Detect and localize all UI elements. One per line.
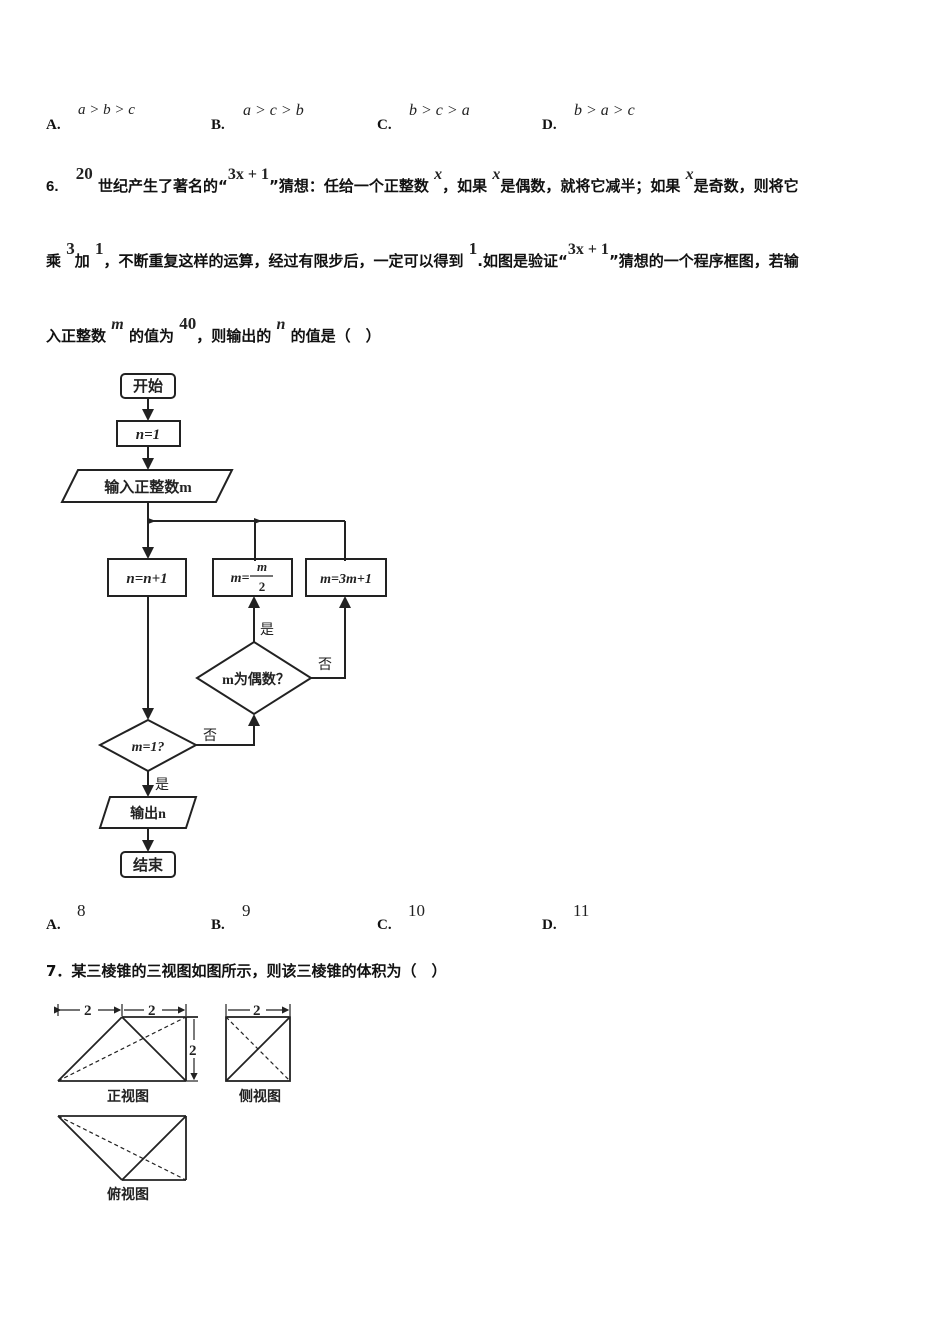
math-m: m — [111, 316, 124, 333]
text: 的值为 — [128, 327, 174, 345]
input-parallelogram — [60, 469, 234, 503]
q5-option-d-label: D. — [542, 117, 557, 133]
q5-option-a-label: A. — [46, 117, 61, 133]
q7-side-view — [225, 1004, 291, 1082]
start-label: 开始 — [133, 377, 163, 395]
one-no-label: 否 — [203, 729, 217, 744]
triple-label: m=3m+1 — [320, 572, 372, 587]
q6-option-a-value: 8 — [77, 901, 86, 920]
one-yes-label: 是 — [155, 778, 169, 793]
q7-front-view — [54, 1004, 198, 1082]
q5-option-b-value: a > c > b — [243, 102, 304, 119]
q7-question: 7．某三棱锥的三视图如图所示，则该三棱锥的体积为（ ） — [46, 962, 447, 980]
front-view-label: 正视图 — [107, 1088, 149, 1105]
q6-option-b-label: B. — [211, 917, 225, 933]
q5-option-a-value: a > b > c — [78, 102, 135, 118]
math-3x-plus-1: 3x + 1 — [227, 166, 269, 183]
text: ”猜想：任给一个正整数 — [268, 177, 429, 195]
math-n: n — [276, 316, 286, 333]
text: 世纪产生了著名的“ — [97, 177, 228, 195]
text: ”猜想的一个程序框图，若输 — [608, 252, 799, 270]
one-label: m=1? — [132, 740, 165, 755]
q5-option-c-label: C. — [377, 117, 392, 133]
q6-option-d-label: D. — [542, 917, 557, 933]
even-label: m为偶数？ — [222, 671, 290, 688]
input-label: 输入正整数m — [104, 478, 192, 496]
front-dim-left: 2 — [84, 1003, 92, 1019]
q6-option-d-value: 11 — [573, 901, 590, 920]
q6-line-1: 6. 20 世纪产生了著名的“3x + 1”猜想：任给一个正整数 x，如果 x是… — [46, 164, 799, 196]
text: ，不断重复这样的运算，经过有限步后，一定可以得到 — [103, 252, 464, 270]
text: .如图是验证“ — [477, 252, 568, 270]
text: ，则输出的 — [196, 327, 272, 345]
even-yes-label: 是 — [260, 623, 274, 638]
math-x: x — [434, 166, 443, 183]
text: 是偶数，就将它减半；如果 — [500, 177, 681, 195]
half-numerator: m — [257, 559, 267, 574]
init-label: n=1 — [136, 427, 160, 443]
front-dim-right: 2 — [148, 1003, 156, 1019]
math-1: 1 — [95, 239, 104, 258]
end-label: 结束 — [133, 856, 164, 874]
math-1: 1 — [468, 239, 478, 258]
q6-number: 6. — [46, 178, 59, 195]
even-no-label: 否 — [318, 658, 332, 673]
q6-line-3: 入正整数 m 的值为 40，则输出的 n 的值是（ ） — [46, 314, 381, 346]
q6-option-c-value: 10 — [408, 901, 425, 920]
text: 乘 — [46, 252, 62, 270]
half-denominator: 2 — [259, 579, 266, 594]
q6-option-a-label: A. — [46, 917, 61, 933]
math-20: 20 — [75, 164, 93, 183]
half-lhs: m= — [231, 571, 250, 586]
output-parallelogram — [98, 796, 198, 829]
top-view-label: 俯视图 — [107, 1186, 149, 1203]
q5-option-c-value: b > c > a — [409, 102, 470, 119]
text: 的值是（ ） — [290, 327, 381, 345]
side-dim: 2 — [253, 1003, 261, 1019]
front-dim-height: 2 — [189, 1043, 197, 1059]
q6-line-2: 乘 3加 1，不断重复这样的运算，经过有限步后，一定可以得到 1.如图是验证“3… — [46, 239, 799, 271]
text: 加 — [74, 252, 90, 270]
text: 入正整数 — [46, 327, 107, 345]
math-x: x — [492, 166, 501, 183]
side-view-label: 侧视图 — [239, 1088, 281, 1105]
q5-option-d-value: b > a > c — [574, 102, 635, 119]
math-3: 3 — [66, 239, 75, 258]
inc-label: n=n+1 — [126, 571, 167, 587]
text: 是奇数，则将它 — [693, 177, 799, 195]
q6-option-b-value: 9 — [242, 901, 251, 920]
math-40: 40 — [179, 314, 197, 333]
half-box — [212, 558, 293, 597]
end-terminal — [120, 851, 176, 878]
q7-top-view — [57, 1115, 187, 1181]
math-x: x — [685, 166, 694, 183]
text: ，如果 — [442, 177, 488, 195]
math-3x-plus-1: 3x + 1 — [567, 241, 609, 258]
output-label: 输出n — [130, 805, 166, 822]
q6-option-c-label: C. — [377, 917, 392, 933]
q5-option-b-label: B. — [211, 117, 225, 133]
